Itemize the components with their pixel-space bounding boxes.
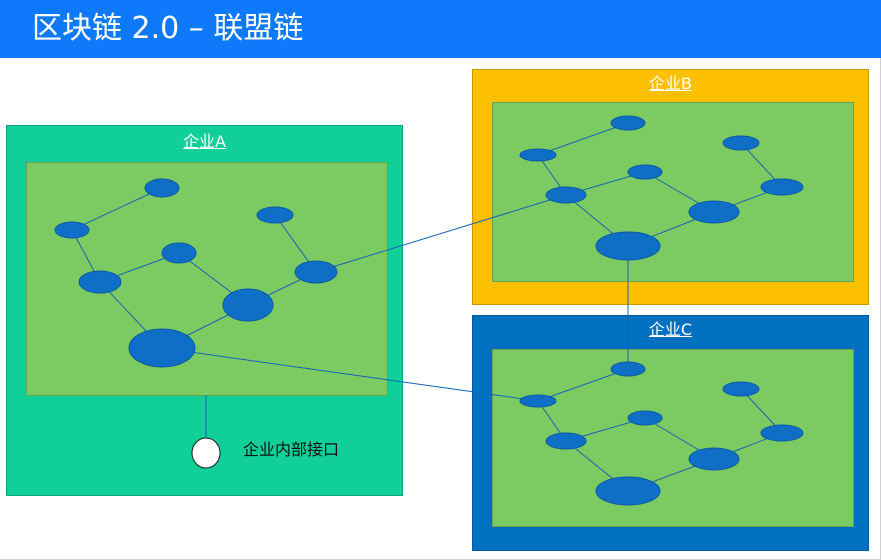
org-c-network-area bbox=[492, 349, 854, 527]
interface-label: 企业内部接口 bbox=[243, 440, 340, 459]
org-b-box: 企业B bbox=[472, 69, 869, 305]
org-b-network-area bbox=[492, 102, 854, 282]
org-a-network-area bbox=[26, 162, 388, 396]
org-b-label: 企业B bbox=[649, 74, 692, 93]
title-bar: 区块链 2.0 – 联盟链 bbox=[0, 0, 881, 58]
org-a-box: 企业A bbox=[6, 125, 403, 496]
org-a-label: 企业A bbox=[183, 132, 226, 151]
org-c-box: 企业C bbox=[472, 315, 869, 551]
page-title: 区块链 2.0 – 联盟链 bbox=[32, 11, 304, 46]
org-c-label: 企业C bbox=[648, 320, 693, 339]
